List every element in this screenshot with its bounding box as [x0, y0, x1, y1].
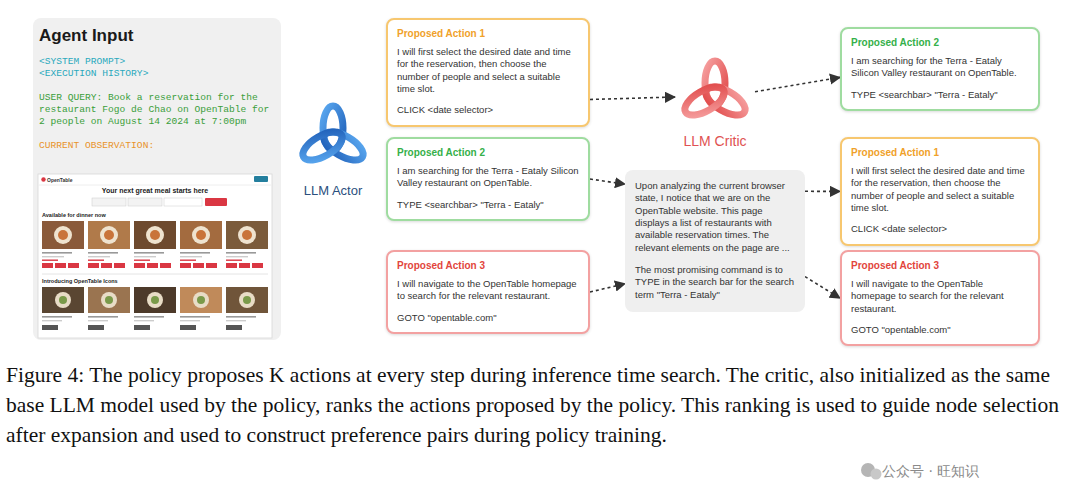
action-command: TYPE <searchbar> "Terra - Eataly"	[851, 89, 1029, 101]
screenshot	[226, 292, 256, 330]
screenshot	[226, 226, 263, 268]
screenshot	[42, 292, 72, 330]
ranked-action-box: Proposed Action 2 I am searching for the …	[840, 27, 1040, 111]
prompt-token: <SYSTEM PROMPT>	[39, 56, 277, 68]
action-box: Proposed Action 2 I am searching for the …	[386, 137, 590, 221]
ranked-action-box: Proposed Action 1 I will first select the…	[840, 137, 1040, 246]
history-token: <EXECUTION HISTORY>	[39, 68, 277, 80]
action-body: I am searching for the Terra - Eataly Si…	[851, 55, 1029, 80]
action-body: I will navigate to the OpenTable homepag…	[397, 278, 579, 303]
screenshot	[38, 185, 272, 186]
watermark: 公众号 · 旺知识	[882, 462, 1062, 480]
ranked-action-box: Proposed Action 3 I will navigate to the …	[840, 250, 1040, 346]
screenshot	[128, 198, 162, 206]
label-holder: 公众号 · 旺知识	[882, 462, 1062, 480]
panel-ground	[33, 18, 281, 340]
site-logo-text: OpenTable	[47, 177, 107, 183]
screenshot	[134, 226, 171, 268]
dotted-arrow	[805, 191, 840, 193]
screenshot	[164, 198, 202, 206]
action-command: TYPE <searchbar> "Terra - Eataly"	[397, 199, 579, 211]
screenshot	[41, 177, 45, 181]
critic-label: LLM Critic	[675, 55, 755, 149]
action-title: Proposed Action 3	[397, 259, 579, 272]
reasoning-text: Upon analyzing the current browser state…	[635, 180, 795, 254]
action-box: Proposed Action 1 I will first select the…	[386, 18, 590, 127]
reasoning-verdict: The most promising command is to TYPE in…	[635, 264, 795, 301]
observation-heading: CURRENT OBSERVATION:	[39, 140, 277, 152]
action-body: I will navigate to the OpenTable homepag…	[851, 278, 1029, 315]
watermark-icon	[871, 469, 882, 480]
screenshot-heading: Your next great meal starts here	[38, 187, 272, 195]
action-body: I am searching for the Terra - Eataly Si…	[397, 165, 579, 190]
screenshot	[180, 292, 210, 330]
action-body: I will first select the desired date and…	[851, 165, 1029, 214]
dotted-arrow	[755, 77, 840, 91]
action-title: Proposed Action 2	[851, 36, 1029, 49]
screenshot-section: Introducing OpenTable Icons	[42, 278, 222, 284]
actor-node: LLM Actor	[293, 103, 373, 205]
action-title: Proposed Action 3	[851, 259, 1029, 272]
label-holder: Introducing OpenTable Icons	[42, 278, 222, 284]
label-holder: OpenTable	[47, 177, 107, 183]
screenshot	[42, 226, 79, 268]
action-title: Proposed Action 1	[851, 146, 1029, 159]
actor-logo	[299, 106, 368, 166]
action-body: I will first select the desired date and…	[397, 46, 579, 95]
screenshot	[205, 198, 227, 206]
critic-logo	[681, 61, 750, 121]
screenshot	[92, 198, 126, 206]
action-box: Proposed Action 3 I will navigate to the …	[386, 250, 590, 334]
watermark-icon	[861, 463, 882, 480]
screenshot	[88, 226, 125, 268]
screenshot	[254, 176, 268, 182]
screenshot	[134, 292, 164, 330]
action-command: CLICK <date selector>	[851, 223, 1029, 235]
dotted-arrow	[590, 284, 625, 292]
action-command: GOTO "opentable.com"	[851, 324, 1029, 336]
caption: Figure 4: The policy proposes K actions …	[6, 360, 1074, 450]
action-title: Proposed Action 2	[397, 146, 579, 159]
critic-logo	[681, 81, 729, 120]
critic-node: LLM Critic	[675, 55, 755, 160]
critic-reasoning: Upon analyzing the current browser state…	[625, 170, 805, 312]
screenshot	[180, 226, 217, 268]
screenshot	[38, 174, 272, 338]
dotted-arrow	[590, 179, 625, 184]
actor-label: LLM Actor	[293, 103, 373, 199]
panel-heading: Agent Input	[39, 26, 277, 46]
actor-logo	[299, 126, 347, 165]
screenshot	[42, 274, 268, 275]
action-title: Proposed Action 1	[397, 27, 579, 40]
label-holder: Your next great meal starts here	[38, 187, 272, 195]
screenshot	[88, 292, 118, 330]
label-holder: Available for dinner now	[42, 212, 222, 218]
dotted-arrow	[805, 277, 840, 299]
screenshot-section: Available for dinner now	[42, 212, 222, 218]
dotted-arrow	[590, 97, 675, 100]
action-command: CLICK <date selector>	[397, 104, 579, 116]
user-query: USER QUERY: Book a reservation for the r…	[39, 92, 277, 128]
screenshot	[38, 174, 272, 338]
caption-holder: Figure 4: The policy proposes K actions …	[6, 360, 1074, 450]
action-command: GOTO "opentable.com"	[397, 312, 579, 324]
